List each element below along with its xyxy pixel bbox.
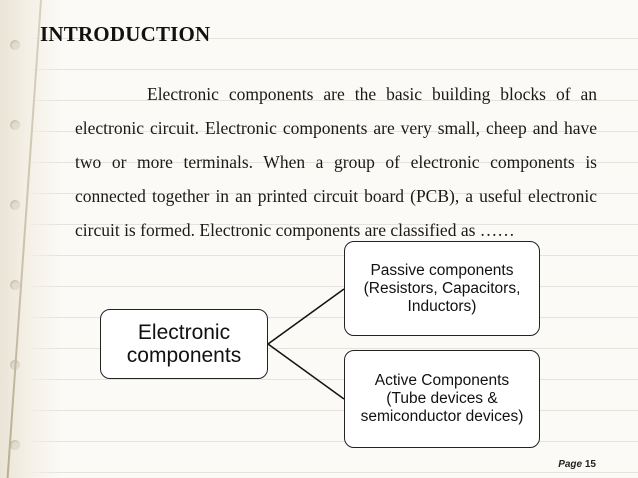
- page-label: Page: [558, 459, 583, 470]
- passive-line-1: Passive components: [370, 261, 514, 279]
- active-line-2: (Tube devices &: [386, 390, 498, 407]
- binding-hole: [10, 120, 20, 130]
- passive-line-2: (Resistors, Capacitors,: [363, 279, 521, 297]
- page-number: Page 15: [558, 459, 596, 470]
- intro-paragraph: Electronic components are the basic buil…: [75, 84, 597, 240]
- electronic-components-box: Electronic components: [100, 309, 268, 379]
- page-number-value: 15: [584, 459, 596, 470]
- binding-hole: [10, 200, 20, 210]
- root-line-1: Electronic: [137, 321, 231, 344]
- notebook-binding-edge: [0, 0, 62, 478]
- active-line-1: Active Components: [374, 372, 510, 389]
- root-line-2: components: [126, 344, 242, 367]
- binding-hole: [10, 280, 20, 290]
- binding-hole: [10, 440, 20, 450]
- slide-title: INTRODUCTION: [40, 22, 211, 46]
- passive-components-box: Passive components (Resistors, Capacitor…: [344, 241, 540, 336]
- connector-to-active: [267, 343, 345, 400]
- binding-hole: [10, 40, 20, 50]
- connector-to-passive: [267, 288, 345, 345]
- active-components-box: Active Components (Tube devices & semico…: [344, 350, 540, 448]
- passive-line-3: Inductors): [407, 297, 477, 315]
- active-line-3: semiconductor devices): [360, 408, 524, 425]
